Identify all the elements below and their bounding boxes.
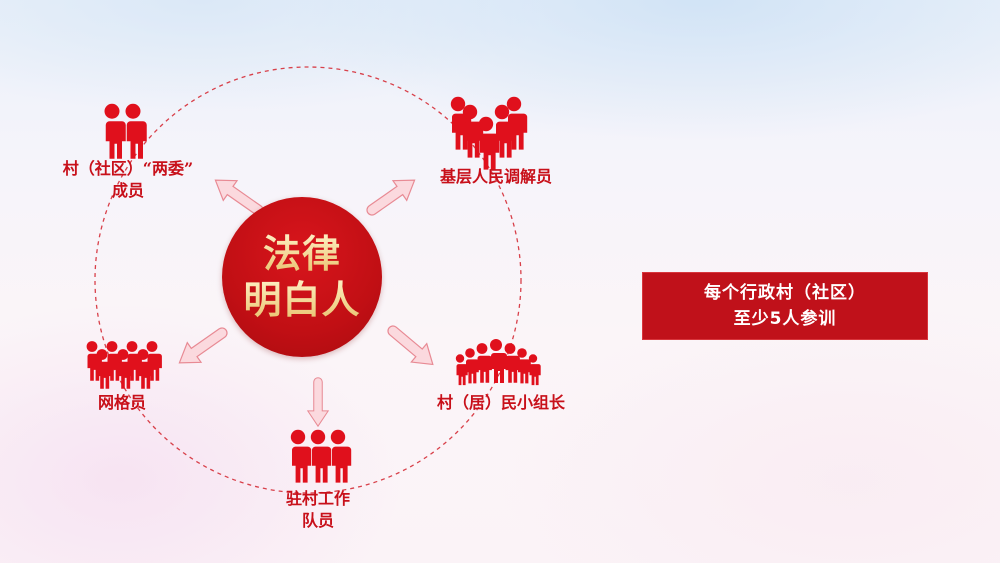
dashed-orbit: [94, 66, 522, 494]
node-label-line1: 村（社区）“两委”: [62, 159, 194, 178]
node-label-mediator: 基层人民调解员: [416, 166, 576, 188]
crowd-seven-people-icon: [454, 339, 541, 386]
three-people-icon: [288, 429, 352, 483]
callout-box: 每个行政村（社区） 至少5人参训: [642, 272, 928, 340]
center-title-line2: 明白人: [243, 277, 361, 322]
node-label-line1: 驻村工作: [285, 489, 350, 508]
node-label-village-committee: 村（社区）“两委” 成员: [28, 158, 228, 202]
callout-line1: 每个行政村（社区）: [704, 283, 866, 303]
node-label-resident-work-team: 驻村工作 队员: [268, 488, 368, 532]
crowd-eight-people-icon: [84, 341, 162, 389]
node-label-line2: 队员: [301, 511, 334, 530]
node-label-villager-group-leader: 村（居）民小组长: [416, 392, 586, 414]
two-people-icon: [102, 103, 147, 159]
arrow-down-icon: [307, 377, 329, 427]
node-label-line1: 基层人民调解员: [439, 167, 552, 186]
node-label-grid-member: 网格员: [72, 392, 172, 414]
center-topic-circle: 法律 明白人: [222, 197, 382, 357]
arrow-up-right-icon: [360, 169, 423, 224]
group-five-people-icon: [448, 96, 528, 170]
callout-line2: 至少5人参训: [733, 309, 837, 329]
center-title-line1: 法律: [262, 231, 341, 276]
arrow-down-right-icon: [380, 317, 442, 375]
node-label-line1: 网格员: [97, 393, 146, 412]
arrow-down-left-icon: [171, 319, 234, 374]
node-label-line2: 成员: [111, 181, 144, 200]
node-label-line1: 村（居）民小组长: [436, 393, 565, 412]
